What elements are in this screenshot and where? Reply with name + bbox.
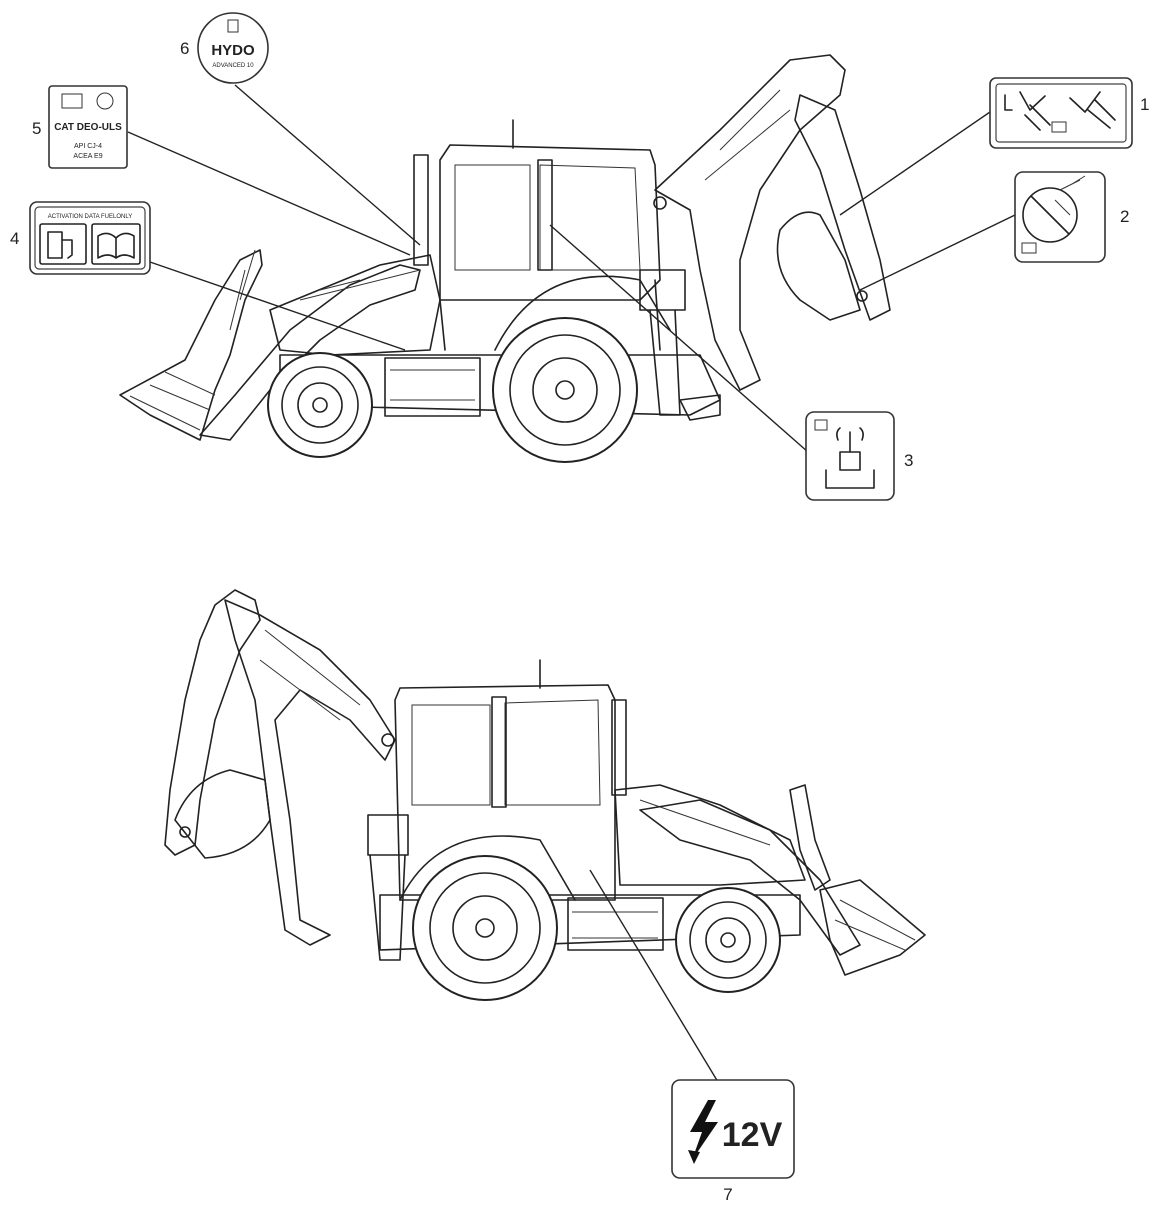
callout-4: 4: [10, 229, 19, 248]
rear-wheel-top: [492, 317, 638, 463]
decal-7-voltage: 12V: [722, 1116, 783, 1154]
callout-5: 5: [32, 119, 41, 138]
callout-3: 3: [904, 451, 913, 470]
callout-6: 6: [180, 39, 189, 58]
decal-6: HYDO ADVANCED 10 6: [180, 12, 269, 84]
leader-line-7: [589, 869, 719, 1083]
decal-3: 3: [805, 411, 913, 501]
decal-5: CAT DEO-ULS API CJ-4 ACEA E9 5: [32, 85, 128, 169]
callout-2: 2: [1120, 207, 1129, 226]
boom-crush-hazard-icon: [1004, 91, 1116, 133]
decal-6-sub: ADVANCED 10: [212, 63, 254, 69]
decal-4-header: ACTIVATION DATA FUELONLY: [48, 214, 132, 220]
decal-7: 12V 7: [671, 1079, 795, 1204]
decal-5-line2: API CJ-4: [74, 143, 102, 150]
backhoe-loader-left-view: [119, 54, 891, 463]
front-wheel-bottom: [675, 887, 781, 993]
leader-line-6: [234, 84, 421, 246]
callout-1: 1: [1140, 95, 1149, 114]
leader-line-3: [549, 224, 809, 453]
decal-1: 1: [989, 77, 1149, 149]
lightning-voltage-icon: [688, 1100, 718, 1164]
decal-6-brand: HYDO: [211, 42, 255, 59]
rear-wheel-bottom: [412, 855, 558, 1001]
leader-line-1: [839, 111, 991, 216]
decal-5-line3: ACEA E9: [73, 153, 102, 160]
leader-line-4: [149, 261, 406, 351]
leader-line-2: [859, 214, 1016, 291]
leader-line-5: [127, 131, 411, 256]
backhoe-loader-right-view: [164, 589, 926, 1001]
remote-signal-machine-icon: [814, 419, 875, 489]
no-modification-icon: [1021, 175, 1086, 254]
decal-4: ACTIVATION DATA FUELONLY 4: [10, 201, 151, 275]
callout-7: 7: [723, 1185, 732, 1204]
decal-2: 2: [1014, 171, 1129, 263]
fuel-manual-icon: [39, 223, 141, 265]
decal-5-line1: CAT DEO-ULS: [54, 122, 122, 133]
front-wheel-top: [267, 352, 373, 458]
